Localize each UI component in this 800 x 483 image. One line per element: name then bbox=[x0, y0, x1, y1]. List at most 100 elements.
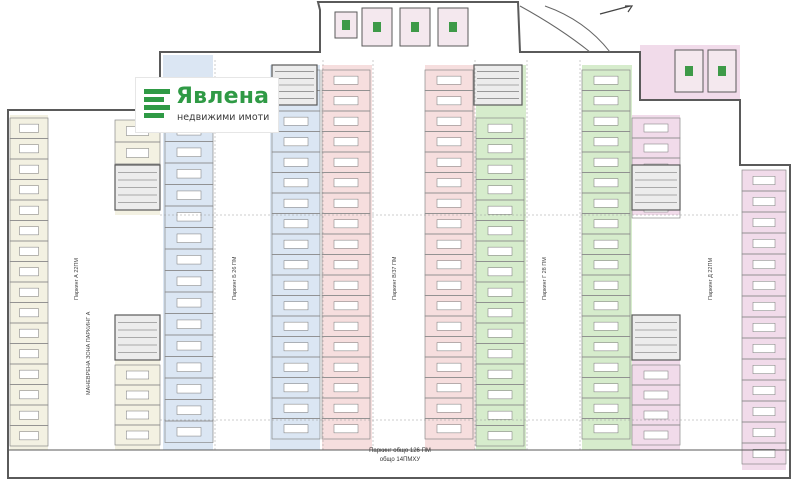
building-structure bbox=[7, 0, 791, 479]
spot-g2-tag bbox=[593, 198, 619, 208]
spot-g-tag bbox=[487, 431, 513, 441]
spot-b-tag bbox=[176, 341, 202, 351]
spot-g2-tag bbox=[593, 403, 619, 413]
spot-g-tag bbox=[487, 246, 513, 256]
plan-labels: Паркинг А 22ПМ МАНЕВРЕНА ЗОНА ПАРКИНГ А … bbox=[74, 256, 714, 463]
spot-b-tag bbox=[176, 298, 202, 308]
spot-b2-tag bbox=[283, 116, 309, 126]
spot-g2-tag bbox=[593, 116, 619, 126]
spot-a-tag bbox=[19, 205, 39, 215]
spot-d-lower-tag bbox=[643, 430, 669, 440]
spot-b-tag bbox=[176, 405, 202, 415]
spot-a-tag bbox=[19, 144, 39, 154]
spot-g2-tag bbox=[593, 342, 619, 352]
spot-v2-tag bbox=[436, 383, 462, 393]
spot-g-tag bbox=[487, 185, 513, 195]
spot-d-right-tag bbox=[752, 239, 776, 248]
spot-b2 bbox=[271, 418, 321, 440]
spot-d-right-tag bbox=[752, 449, 776, 458]
spot-g2-tag bbox=[593, 178, 619, 188]
spot-a-upper-tag bbox=[126, 148, 149, 158]
spot-b2-tag bbox=[283, 260, 309, 270]
spot-v-tag bbox=[333, 321, 359, 331]
spot-b-tag bbox=[176, 319, 202, 329]
spot-b2-tag bbox=[283, 280, 309, 290]
spot-g-tag bbox=[487, 287, 513, 297]
spot-a-tag bbox=[19, 431, 39, 441]
spot-v-tag bbox=[333, 403, 359, 413]
spot-v-tag bbox=[333, 342, 359, 352]
spot-v-tag bbox=[333, 301, 359, 311]
spot-g bbox=[475, 425, 525, 447]
spot-v2-tag bbox=[436, 403, 462, 413]
room-3-icon bbox=[449, 22, 457, 32]
spot-g2-tag bbox=[593, 75, 619, 85]
spot-a-lower-tag bbox=[126, 390, 149, 400]
spot-d-lower bbox=[631, 424, 681, 446]
spot-b2-tag bbox=[283, 342, 309, 352]
footer-total-label-2: общо 14ПМХУ bbox=[380, 457, 421, 463]
room-5-icon bbox=[685, 66, 693, 76]
spot-v-tag bbox=[333, 137, 359, 147]
spot-d-right-tag bbox=[752, 365, 776, 374]
spot-g2 bbox=[581, 418, 631, 440]
spot-d-right-tag bbox=[752, 407, 776, 416]
zone-label-b: Паркинг Б 26 ПМ bbox=[232, 256, 238, 300]
room-1 bbox=[361, 7, 393, 47]
spot-a-tag bbox=[19, 410, 39, 420]
spot-g-tag bbox=[487, 267, 513, 277]
spot-g-tag bbox=[487, 349, 513, 359]
spot-a-lower-tag bbox=[126, 430, 149, 440]
spot-v2-tag bbox=[436, 157, 462, 167]
spot-g2-tag bbox=[593, 383, 619, 393]
spot-b-tag bbox=[176, 147, 202, 157]
spot-g2-tag bbox=[593, 362, 619, 372]
zone-d-right bbox=[742, 170, 786, 470]
spot-b2-tag bbox=[283, 301, 309, 311]
spot-g2-tag bbox=[593, 157, 619, 167]
spot-v-tag bbox=[333, 239, 359, 249]
spot-a-tag bbox=[19, 328, 39, 338]
spot-a-tag bbox=[19, 287, 39, 297]
spot-a bbox=[9, 425, 49, 447]
spot-g-tag bbox=[487, 328, 513, 338]
spot-b-tag bbox=[176, 427, 202, 437]
spot-a-lower bbox=[114, 424, 161, 446]
spot-g-tag bbox=[487, 164, 513, 174]
footer-total-label: Паркинг общо 126 ПМ bbox=[369, 448, 431, 454]
spot-v bbox=[321, 418, 371, 440]
spot-d-right-tag bbox=[752, 344, 776, 353]
room-6-icon bbox=[718, 66, 726, 76]
spot-b2-tag bbox=[283, 137, 309, 147]
building-logo-icon bbox=[144, 89, 170, 118]
spot-a-tag bbox=[19, 369, 39, 379]
spot-g2-tag bbox=[593, 239, 619, 249]
room-1-icon bbox=[373, 22, 381, 32]
company-logo: Явлена недвижими имоти bbox=[136, 78, 278, 132]
spot-d-right-tag bbox=[752, 386, 776, 395]
spot-v2-tag bbox=[436, 137, 462, 147]
spot-d-right-tag bbox=[752, 302, 776, 311]
spot-a-tag bbox=[19, 308, 39, 318]
spot-v2-tag bbox=[436, 321, 462, 331]
spot-b-tag bbox=[176, 255, 202, 265]
entry-arrow-head bbox=[625, 5, 634, 13]
spot-b-tag bbox=[176, 212, 202, 222]
spot-v-tag bbox=[333, 383, 359, 393]
room-4-icon bbox=[342, 20, 350, 30]
spot-a-lower-tag bbox=[126, 410, 149, 420]
spot-b-tag bbox=[176, 384, 202, 394]
spot-b2-tag bbox=[283, 403, 309, 413]
spot-a-tag bbox=[19, 226, 39, 236]
spot-b2-tag bbox=[283, 157, 309, 167]
spot-v2-tag bbox=[436, 239, 462, 249]
logo-subtitle: недвижими имоти bbox=[177, 112, 270, 123]
spot-d-right-tag bbox=[752, 197, 776, 206]
spot-b2-tag bbox=[283, 321, 309, 331]
spot-g-tag bbox=[487, 308, 513, 318]
spot-g2-tag bbox=[593, 137, 619, 147]
spot-d-lower-tag bbox=[643, 390, 669, 400]
spot-d-upper-tag bbox=[643, 123, 669, 133]
spot-b-tag bbox=[176, 190, 202, 200]
spot-a-tag bbox=[19, 349, 39, 359]
